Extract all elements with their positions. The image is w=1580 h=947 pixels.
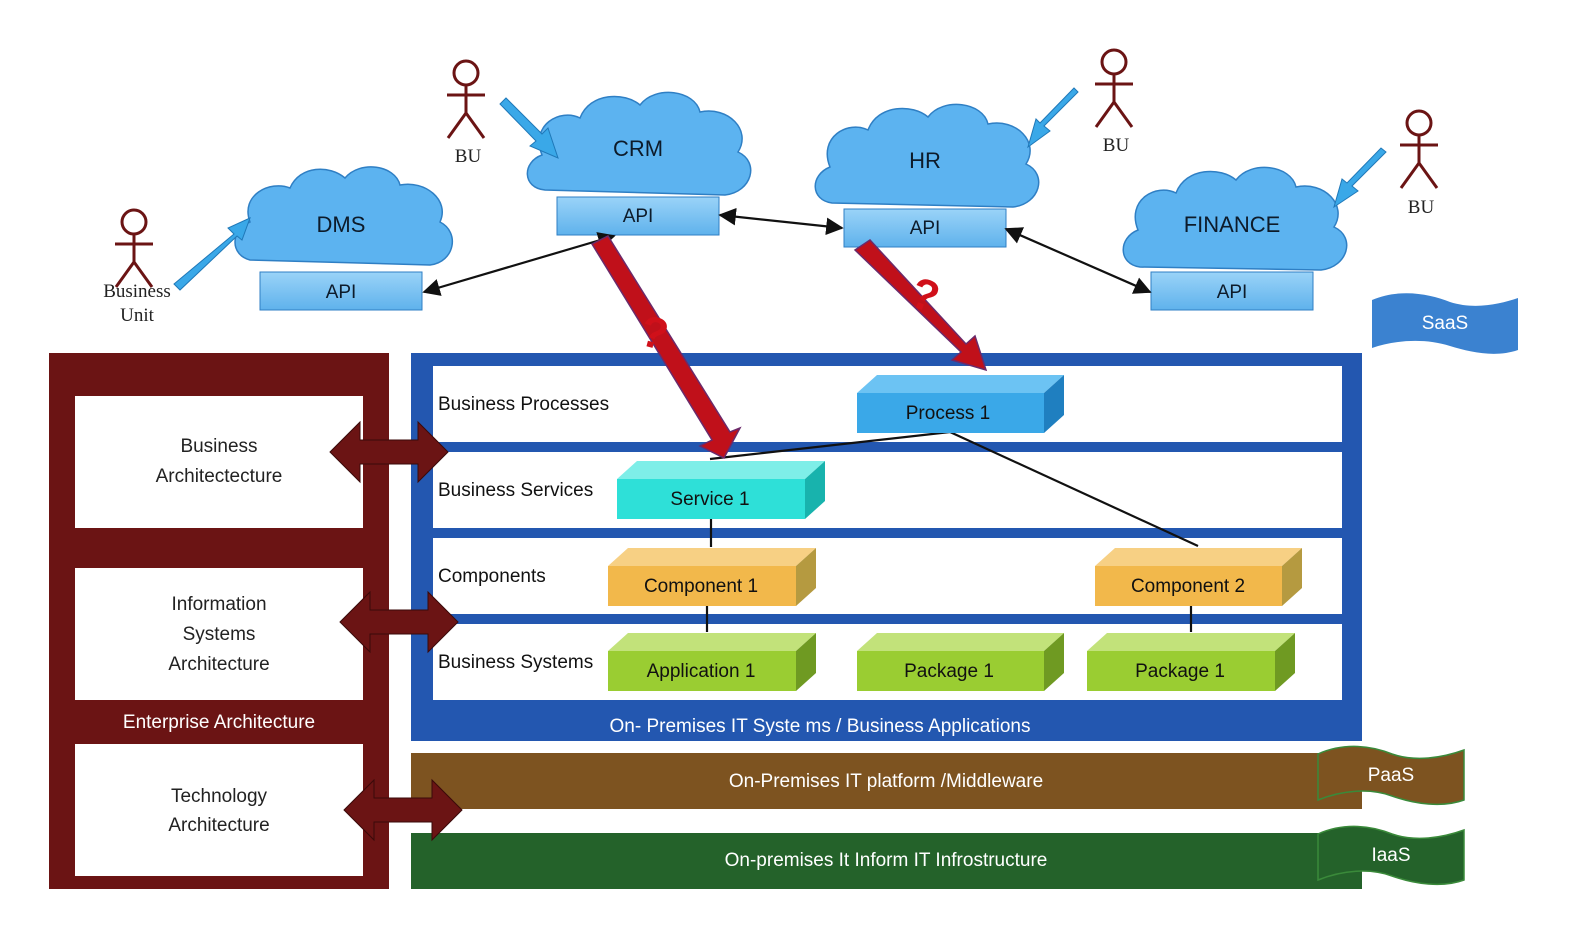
blue-arrow-icon	[1027, 87, 1079, 149]
component-2-label: Component 2	[1131, 576, 1245, 597]
iaas-label: IaaS	[1371, 845, 1410, 866]
layer-label-processes: Business Processes	[438, 394, 609, 415]
component-1-box: Component 1	[608, 548, 816, 606]
cloud-icon	[234, 166, 454, 266]
iaas-flag: IaaS	[1317, 825, 1465, 886]
application-1-label: Application 1	[647, 661, 756, 682]
actor-icon-business-unit	[114, 208, 154, 288]
blue-arrow-icon	[499, 97, 559, 159]
cloud-label: HR	[909, 148, 941, 173]
paas-label: PaaS	[1368, 765, 1414, 786]
cloud-finance: FINANCE API	[1122, 166, 1348, 311]
api-link-crm-hr	[718, 207, 844, 236]
cloud-label: CRM	[613, 136, 663, 161]
layer-row-services	[433, 452, 1342, 528]
actor-label-unit: Unit	[120, 305, 155, 326]
information-systems-architecture-box	[75, 568, 363, 700]
info-arch-line2: Systems	[183, 624, 256, 645]
enterprise-architecture-panel: Business Architectecture Information Sys…	[49, 353, 389, 889]
api-label: API	[326, 282, 357, 303]
layer-label-services: Business Services	[438, 480, 593, 501]
process-1-box: Process 1	[857, 375, 1064, 433]
service-1-box: Service 1	[617, 461, 825, 519]
api-label: API	[1217, 282, 1248, 303]
tech-arch-line1: Technology	[171, 786, 268, 807]
package-1b-label: Package 1	[1135, 661, 1225, 682]
actor-icon-hr-bu	[1094, 48, 1134, 128]
application-1-box: Application 1	[608, 633, 816, 691]
middleware-bar: On-Premises IT platform /Middleware	[411, 753, 1362, 809]
double-arrow-technology	[343, 778, 463, 842]
actor-label-business: Business	[103, 281, 171, 302]
package-1-box-2: Package 1	[1087, 633, 1295, 691]
api-label: API	[910, 218, 941, 239]
paas-flag: PaaS	[1317, 745, 1465, 806]
info-arch-line1: Information	[171, 594, 266, 615]
cloud-icon	[814, 103, 1040, 208]
enterprise-architecture-title: Enterprise Architecture	[123, 712, 315, 733]
connector-process-component2	[949, 431, 1199, 547]
technology-architecture-box	[75, 744, 363, 876]
cloud-label: DMS	[317, 212, 366, 237]
cloud-dms: DMS API	[234, 166, 454, 311]
api-link-hr-finance	[1004, 227, 1152, 294]
saas-flag: SaaS	[1372, 293, 1518, 354]
actor-icon-crm-bu	[446, 59, 486, 139]
blue-arrow-icon	[1333, 147, 1387, 209]
red-arrow-crm-to-service: ?	[590, 235, 742, 459]
api-label: API	[623, 206, 654, 227]
cloud-hr: HR API	[814, 103, 1040, 248]
component-2-box: Component 2	[1095, 548, 1302, 606]
cloud-icon	[526, 91, 752, 196]
onprem-apps-title: On- Premises IT Syste ms / Business Appl…	[610, 716, 1031, 737]
service-1-label: Service 1	[670, 489, 749, 510]
cloud-label: FINANCE	[1184, 212, 1281, 237]
component-1-label: Component 1	[644, 576, 758, 597]
actor-label-crm-bu: BU	[455, 146, 482, 167]
connector-process-service	[709, 430, 951, 461]
saas-label: SaaS	[1422, 313, 1468, 334]
package-1-label: Package 1	[904, 661, 994, 682]
layer-label-systems: Business Systems	[438, 652, 593, 673]
double-arrow-information	[339, 590, 459, 654]
package-1-box: Package 1	[857, 633, 1064, 691]
actor-label-finance-bu: BU	[1408, 197, 1435, 218]
api-box	[556, 196, 720, 236]
layer-label-components: Components	[438, 566, 546, 587]
business-arch-line2: Architectecture	[156, 466, 283, 487]
business-arch-line1: Business	[180, 436, 257, 457]
process-1-label: Process 1	[906, 403, 990, 424]
infrastructure-label: On-premises It Inform IT Infrostructure	[725, 850, 1048, 871]
red-arrow-hr-to-process: ?	[853, 239, 988, 372]
business-architecture-box	[75, 396, 363, 528]
tech-arch-line2: Architecture	[168, 815, 269, 836]
api-box	[259, 271, 423, 311]
info-arch-line3: Architecture	[168, 654, 269, 675]
api-link-crm-dms	[422, 232, 616, 296]
double-arrow-business	[329, 420, 449, 484]
api-box	[1150, 271, 1314, 311]
actor-label-hr-bu: BU	[1103, 135, 1130, 156]
blue-arrow-icon	[173, 217, 251, 291]
middleware-label: On-Premises IT platform /Middleware	[729, 771, 1043, 792]
cloud-crm: CRM API	[526, 91, 752, 236]
actor-icon-finance-bu	[1399, 109, 1439, 189]
infrastructure-bar: On-premises It Inform IT Infrostructure	[411, 833, 1362, 889]
